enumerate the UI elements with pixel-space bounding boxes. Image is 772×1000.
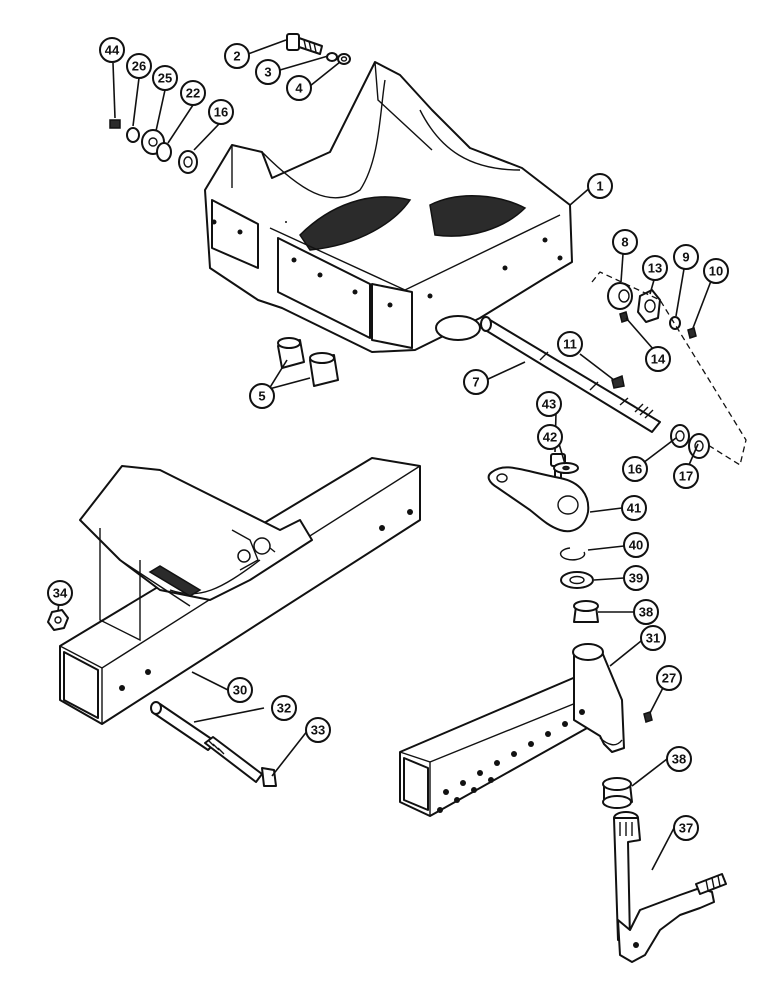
left-washer-stack [109, 119, 198, 174]
callout: 26 [126, 53, 152, 79]
callout: 40 [623, 532, 649, 558]
svg-text:41: 41 [627, 501, 641, 516]
callout: 4 [286, 75, 312, 101]
bushings [277, 337, 339, 387]
svg-text:27: 27 [662, 671, 676, 686]
svg-text:32: 32 [277, 701, 291, 716]
callout: 9 [673, 244, 699, 270]
svg-text:4: 4 [295, 81, 303, 96]
callout: 16 [208, 99, 234, 125]
callout: 5 [249, 383, 275, 409]
svg-text:38: 38 [672, 752, 686, 767]
callout: 10 [703, 258, 729, 284]
callout: 11 [557, 331, 583, 357]
svg-text:1: 1 [596, 179, 603, 194]
svg-text:16: 16 [214, 105, 228, 120]
svg-text:2: 2 [233, 49, 240, 64]
callout: 7 [463, 369, 489, 395]
callout: 32 [271, 695, 297, 721]
callout: 1 [587, 173, 613, 199]
callout: 30 [227, 677, 253, 703]
svg-text:43: 43 [542, 397, 556, 412]
callout: 27 [656, 665, 682, 691]
kingpin-bushing-lower [602, 777, 633, 809]
steering-spindle [613, 811, 727, 963]
svg-text:39: 39 [629, 571, 643, 586]
callout: 14 [645, 346, 671, 372]
svg-text:42: 42 [543, 430, 557, 445]
svg-text:44: 44 [105, 43, 120, 58]
svg-text:8: 8 [621, 235, 628, 250]
axle-pin-and-bolt [150, 701, 277, 787]
svg-text:40: 40 [629, 538, 643, 553]
nut [47, 609, 69, 631]
callout: 31 [640, 625, 666, 651]
callout: 13 [642, 255, 668, 281]
callout: 22 [180, 80, 206, 106]
callout: 33 [305, 717, 331, 743]
callout: 8 [612, 229, 638, 255]
callout: 3 [255, 59, 281, 85]
svg-text:9: 9 [682, 250, 689, 265]
svg-text:25: 25 [158, 71, 172, 86]
callout: 2 [224, 43, 250, 69]
callout: 44 [99, 37, 125, 63]
callout: 38 [633, 599, 659, 625]
axle-extension [399, 643, 653, 817]
callout: 34 [47, 580, 73, 606]
svg-text:30: 30 [233, 683, 247, 698]
svg-text:34: 34 [53, 586, 68, 601]
svg-text:13: 13 [648, 261, 662, 276]
right-hardware [591, 271, 747, 467]
svg-text:37: 37 [679, 821, 693, 836]
steering-arm-assembly [487, 453, 590, 533]
pivot-pin [480, 316, 661, 433]
callout: 38 [666, 746, 692, 772]
callouts: 44 26 25 22 16 2 3 4 1 8 13 9 10 14 11 7… [47, 37, 729, 841]
svg-text:31: 31 [646, 631, 660, 646]
svg-text:7: 7 [472, 375, 479, 390]
callout: 42 [537, 424, 563, 450]
svg-text:16: 16 [628, 462, 642, 477]
front-axle-beam [59, 457, 421, 725]
callout: 43 [536, 391, 562, 417]
svg-text:10: 10 [709, 264, 723, 279]
callout: 41 [621, 495, 647, 521]
callout: 16 [622, 456, 648, 482]
svg-text:38: 38 [639, 605, 653, 620]
axle-support-housing [204, 61, 573, 353]
callout: 25 [152, 65, 178, 91]
kingpin-hardware-upper [559, 547, 599, 623]
svg-text:14: 14 [651, 352, 666, 367]
callout: 39 [623, 565, 649, 591]
svg-text:3: 3 [264, 65, 271, 80]
callout: 17 [673, 463, 699, 489]
svg-text:11: 11 [563, 337, 577, 352]
callout: 37 [673, 815, 699, 841]
svg-text:33: 33 [311, 723, 325, 738]
svg-text:26: 26 [132, 59, 146, 74]
svg-text:17: 17 [679, 469, 693, 484]
svg-text:22: 22 [186, 86, 200, 101]
svg-text:5: 5 [258, 389, 265, 404]
